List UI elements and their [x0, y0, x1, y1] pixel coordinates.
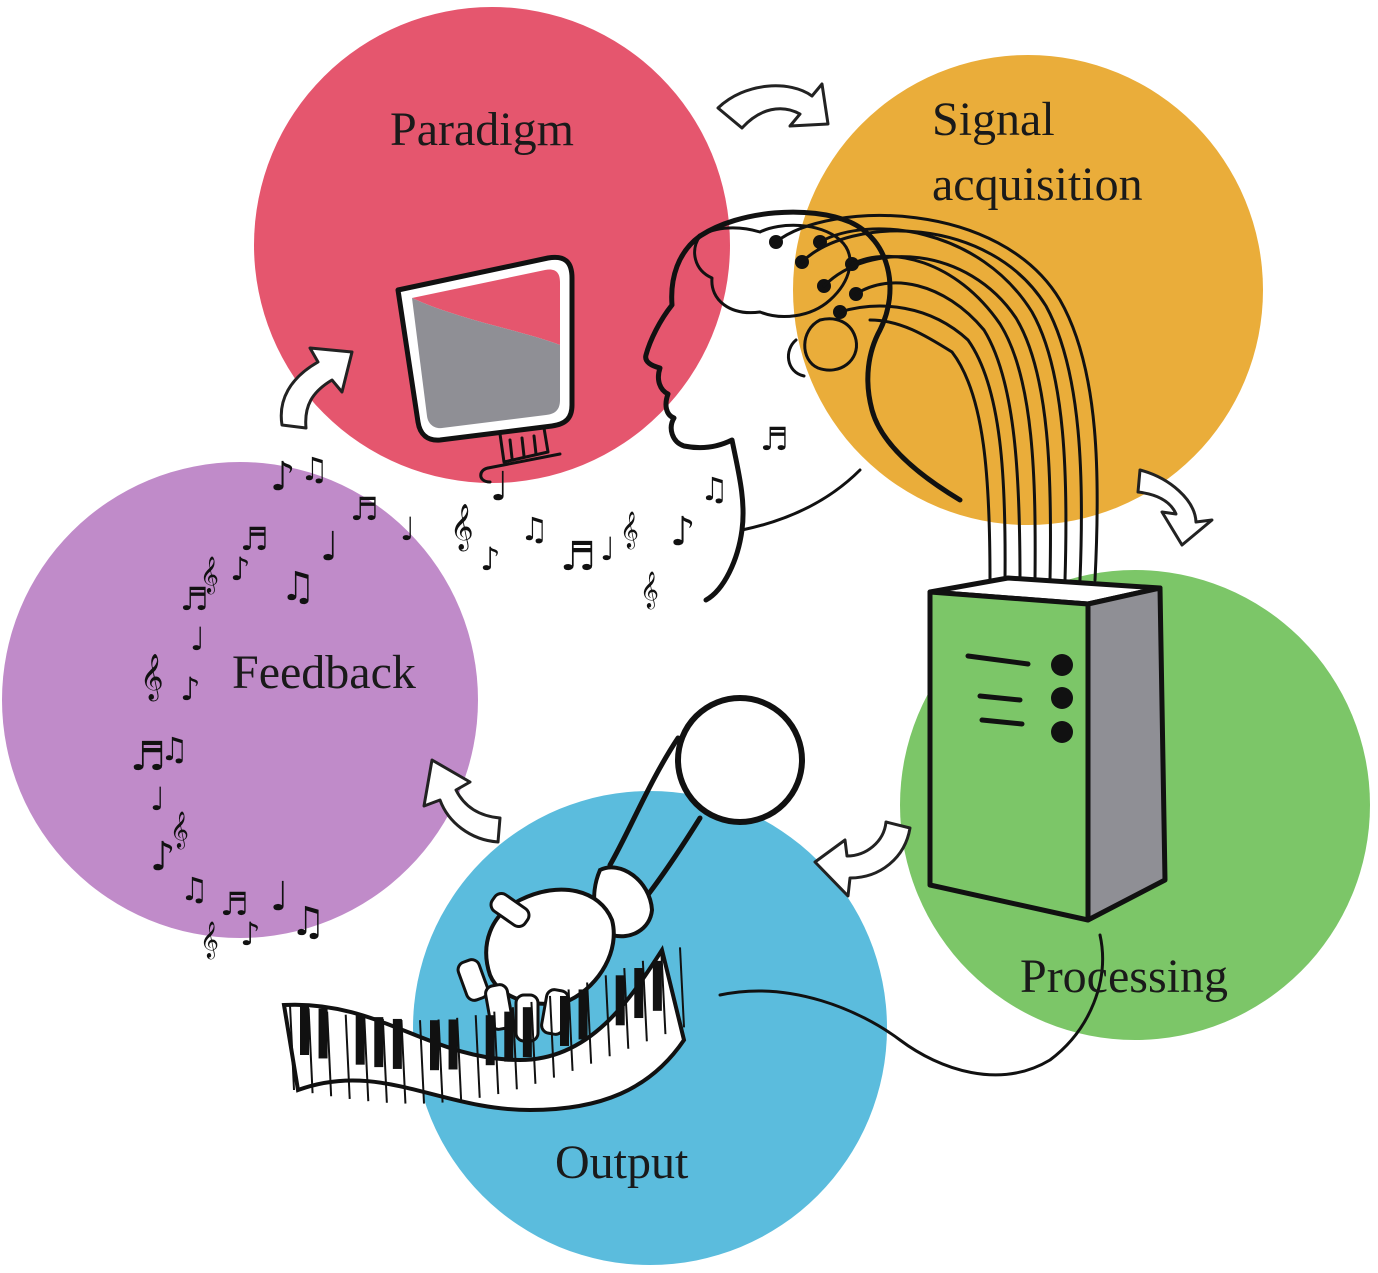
piano-keyboard-icon: [281, 944, 687, 1113]
svg-text:𝄞: 𝄞: [140, 654, 164, 702]
svg-text:♫: ♫: [700, 470, 729, 508]
svg-text:♩: ♩: [600, 530, 615, 568]
svg-text:𝄞: 𝄞: [620, 510, 639, 549]
feedback-label: Feedback: [232, 646, 416, 699]
svg-text:♪: ♪: [240, 915, 260, 953]
computer-tower-icon: [718, 575, 1168, 1077]
svg-text:♬: ♬: [560, 534, 596, 580]
svg-text:𝄞: 𝄞: [640, 570, 659, 609]
processing-label: Processing: [1020, 950, 1228, 1003]
svg-text:♩: ♩: [320, 524, 339, 570]
signal-acquisition-circle: [793, 55, 1263, 525]
arrow-signal-to-processing: [1136, 468, 1214, 547]
arrow-feedback-to-paradigm: [279, 346, 354, 430]
signal-acquisition-label-line1: Signal: [932, 93, 1055, 146]
monitor-icon: [395, 254, 575, 484]
svg-text:♬: ♬: [350, 490, 379, 528]
signal-acquisition-label-line2: acquisition: [932, 158, 1143, 211]
arrow-paradigm-to-signal: [716, 82, 830, 130]
paradigm-circle: [254, 7, 730, 483]
svg-text:♫: ♫: [300, 450, 329, 488]
feedback-circle: [2, 462, 478, 938]
svg-text:♫: ♫: [180, 870, 209, 908]
arrow-processing-to-output: [813, 820, 912, 898]
svg-text:♬: ♬: [220, 885, 249, 923]
svg-text:♪: ♪: [150, 834, 176, 880]
svg-text:♬: ♬: [130, 734, 166, 780]
svg-text:♪: ♪: [230, 550, 250, 588]
svg-text:♩: ♩: [150, 780, 165, 818]
svg-text:♫: ♫: [280, 564, 316, 610]
svg-text:♩: ♩: [270, 874, 289, 920]
svg-text:𝄞: 𝄞: [200, 920, 219, 959]
svg-text:𝄞: 𝄞: [450, 504, 474, 552]
svg-text:♬: ♬: [180, 580, 209, 618]
svg-text:♬: ♬: [240, 520, 269, 558]
svg-text:♫: ♫: [160, 730, 189, 768]
svg-text:♪: ♪: [270, 454, 296, 500]
svg-text:♪: ♪: [480, 540, 500, 578]
head-with-electrodes-icon: [643, 209, 1099, 603]
svg-text:♩: ♩: [190, 620, 205, 658]
svg-text:♩: ♩: [490, 464, 509, 510]
svg-text:♩: ♩: [400, 510, 415, 548]
output-label: Output: [555, 1136, 689, 1189]
arrow-output-to-feedback: [422, 758, 502, 844]
svg-text:𝄞: 𝄞: [200, 555, 219, 594]
svg-text:♪: ♪: [180, 670, 200, 708]
svg-text:𝄞: 𝄞: [170, 810, 189, 849]
svg-text:♪: ♪: [670, 509, 696, 555]
music-notes-icon: ♪♫♬♩𝄞♪♫♬♩𝄞♪♫♬♩𝄞♪♫♬♩𝄞♪♫♬♩𝄞♪♫♬♩𝄞♪♫♬♩𝄞: [130, 420, 789, 959]
svg-text:♬: ♬: [760, 420, 789, 458]
svg-text:♫: ♫: [520, 510, 549, 548]
svg-text:♫: ♫: [290, 899, 326, 945]
paradigm-label: Paradigm: [390, 103, 574, 156]
